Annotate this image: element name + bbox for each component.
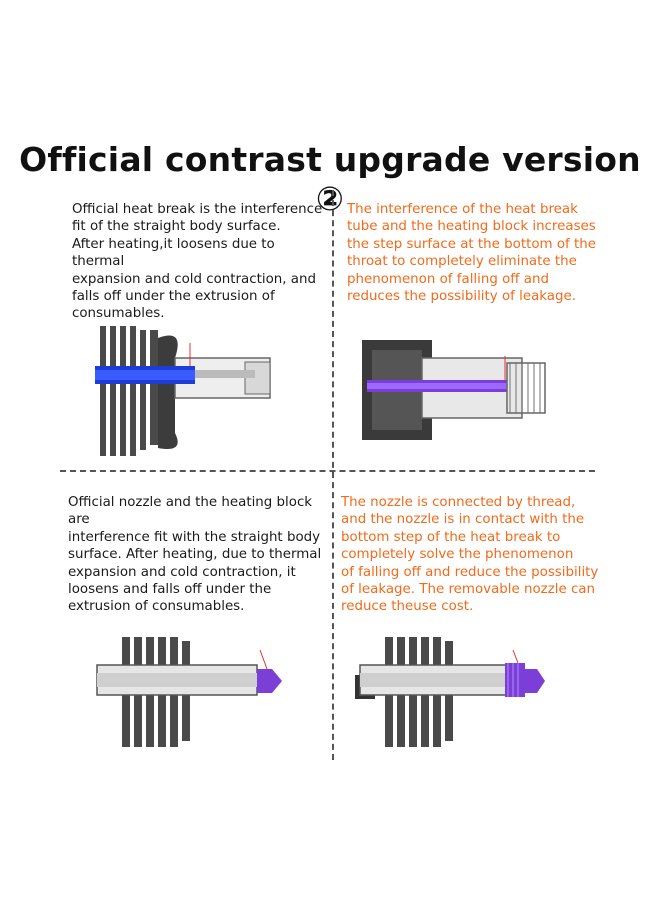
- page-title: Official contrast upgrade version ②: [19, 140, 641, 218]
- upgraded-nozzle-diagram: [355, 637, 545, 747]
- upgraded-nozzle-description: The nozzle is connected by thread, and t…: [341, 495, 599, 615]
- official-heat-break-description: Official heat break is the interference …: [72, 202, 323, 322]
- official-heat-break-diagram: [95, 326, 271, 456]
- upgraded-heat-break-diagram: [362, 340, 546, 440]
- official-nozzle-description: Official nozzle and the heating block ar…: [68, 495, 322, 615]
- vertical-divider: [332, 190, 334, 760]
- official-nozzle-diagram: [96, 637, 282, 747]
- upgraded-heat-break-description: The interference of the heat break tube …: [347, 202, 596, 305]
- horizontal-divider: [60, 470, 595, 472]
